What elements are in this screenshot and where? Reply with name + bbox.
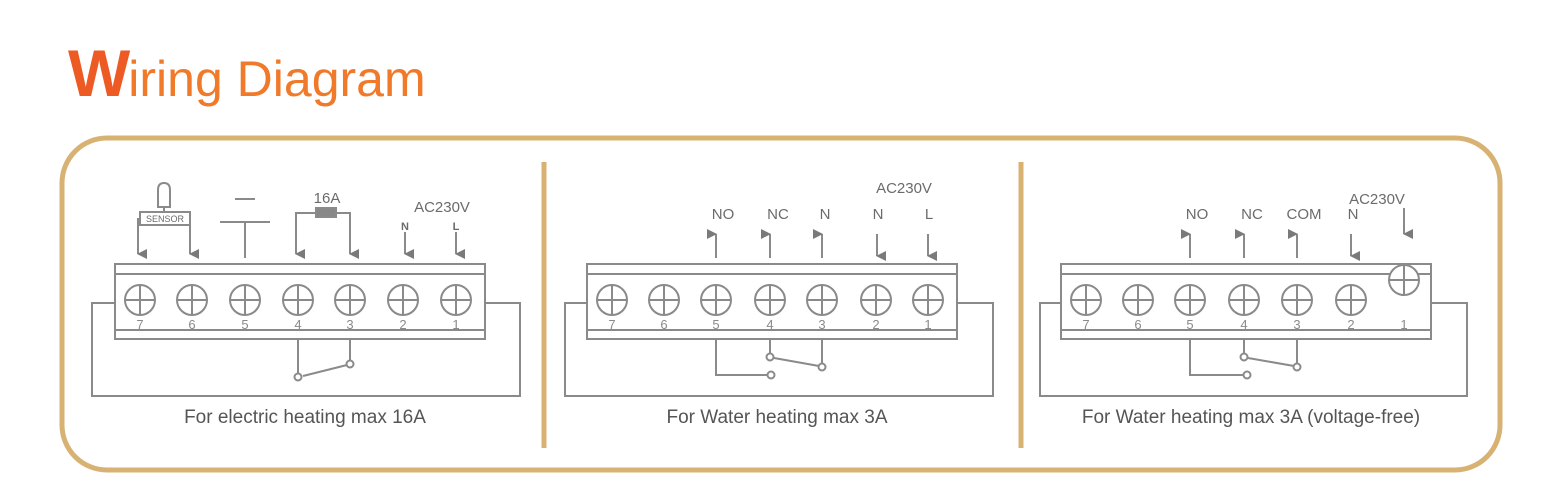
output-label-n: N (820, 206, 831, 223)
terminal-screw (176, 284, 208, 316)
terminal-screw (229, 284, 261, 316)
supply-terminal-n: N (401, 221, 409, 233)
terminal-number: 5 (241, 317, 248, 332)
terminal-number: 1 (924, 317, 931, 332)
terminal-screw (387, 284, 419, 316)
relay-contact (1189, 339, 1302, 380)
terminal-number: 1 (1400, 317, 1407, 332)
sensor-icon (137, 181, 199, 259)
switch-icon (220, 198, 270, 258)
terminal-number: 3 (346, 317, 353, 332)
panel-water-heating-voltage-free (1039, 208, 1468, 397)
sensor-label: SENSOR (146, 214, 185, 224)
output-label-no: NO (1186, 206, 1209, 223)
terminal-screw (440, 284, 472, 316)
output-label-no: NO (712, 206, 735, 223)
terminal-number: 2 (1347, 317, 1354, 332)
fuse-icon (295, 207, 359, 259)
panel-electric-heating (91, 181, 521, 397)
panel-water-heating (564, 229, 994, 397)
terminal-number: 3 (818, 317, 825, 332)
supply-label: AC230V (414, 199, 470, 216)
relay-contact (715, 339, 827, 380)
terminal-screw (912, 284, 944, 316)
terminal-number: 4 (1240, 317, 1247, 332)
terminal-number: 5 (712, 317, 719, 332)
terminal-screw (1122, 284, 1154, 316)
terminal-screw (596, 284, 628, 316)
supply-terminal-l: L (453, 221, 460, 233)
loop-wire (564, 302, 994, 397)
terminal-number: 2 (399, 317, 406, 332)
terminal-screw (1174, 284, 1206, 316)
terminal-number: 7 (136, 317, 143, 332)
terminal-number: 7 (608, 317, 615, 332)
output-label-nc: NC (767, 206, 789, 223)
output-label-com: COM (1287, 206, 1322, 223)
terminal-screw (282, 284, 314, 316)
relay-contact (293, 339, 355, 382)
loop-wire (91, 302, 521, 397)
terminal-number: 4 (294, 317, 301, 332)
panel-caption: For Water heating max 3A (666, 407, 887, 428)
terminal-screw (806, 284, 838, 316)
outer-frame (59, 135, 1503, 473)
supply-terminal-n: N (873, 206, 884, 223)
title-initial: W (68, 36, 130, 110)
panel-3-labels: AC230V NO NC COM N 7 6 5 4 3 2 1 For Wat… (1082, 191, 1420, 428)
panel-caption: For Water heating max 3A (voltage-free) (1082, 407, 1420, 428)
terminal-screw (648, 284, 680, 316)
terminal-number: 1 (452, 317, 459, 332)
terminal-screw (124, 284, 156, 316)
panel-2-labels: AC230V NO NC N N L 7 6 5 4 3 2 1 For Wat… (608, 180, 933, 428)
fuse-label: 16A (314, 190, 341, 207)
output-label-n: N (1348, 206, 1359, 223)
terminal-screw (1335, 284, 1367, 316)
terminal-number: 5 (1186, 317, 1193, 332)
terminal-number: 4 (766, 317, 773, 332)
terminal-number: 6 (188, 317, 195, 332)
terminal-screw (860, 284, 892, 316)
terminal-screw (700, 284, 732, 316)
title-rest: iring Diagram (128, 51, 426, 107)
terminal-number: 6 (660, 317, 667, 332)
terminal-number: 7 (1082, 317, 1089, 332)
terminal-screw (754, 284, 786, 316)
panel-1-labels: SENSOR 16A AC230V N L 7 6 5 4 3 2 1 For … (136, 190, 470, 428)
terminal-number: 3 (1293, 317, 1300, 332)
supply-terminal-l: L (925, 206, 933, 223)
terminal-number: 6 (1134, 317, 1141, 332)
terminal-screw (1388, 264, 1420, 296)
terminal-screw (1228, 284, 1260, 316)
supply-label: AC230V (1349, 191, 1405, 208)
loop-wire (1039, 302, 1468, 397)
terminal-screw (1281, 284, 1313, 316)
page-title: Wiring Diagram (68, 40, 426, 106)
terminal-number: 2 (872, 317, 879, 332)
supply-label: AC230V (876, 180, 932, 197)
terminal-screw (334, 284, 366, 316)
terminal-screw (1070, 284, 1102, 316)
output-label-nc: NC (1241, 206, 1263, 223)
panel-caption: For electric heating max 16A (184, 407, 426, 428)
